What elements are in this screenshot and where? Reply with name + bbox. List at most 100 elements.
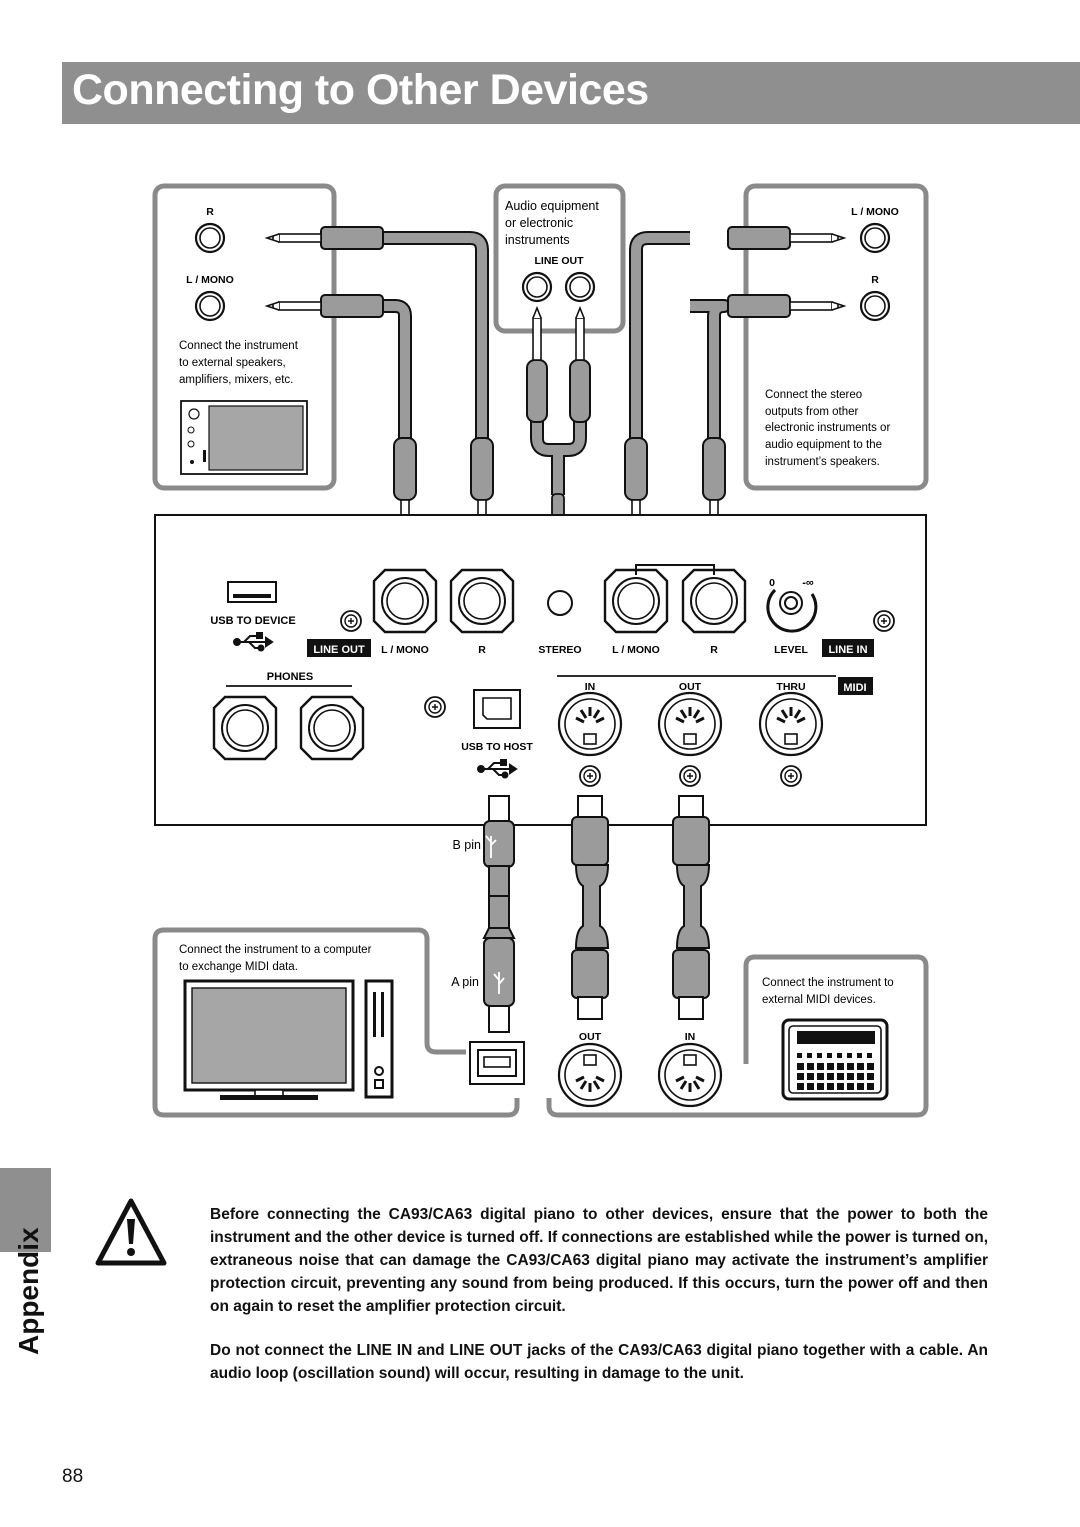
usb-to-host-label: USB TO HOST [461, 741, 533, 753]
drum-pad [857, 1083, 864, 1090]
midi-thru-label: THRU [776, 681, 805, 693]
midi-device-panel [546, 954, 929, 1118]
drum-pad [847, 1063, 854, 1070]
level-min-label: 0 [769, 577, 775, 589]
line-out-badge [307, 639, 371, 657]
drum-pad [867, 1063, 874, 1070]
level-arc [766, 588, 818, 633]
instrument-jack-panel [154, 514, 927, 826]
jack-lmono-label: L / MONO [186, 274, 234, 286]
drum-pad [807, 1053, 812, 1058]
screw-5 [679, 765, 701, 787]
line-out-badge-text: LINE OUT [313, 644, 365, 656]
drum-pad [847, 1053, 852, 1058]
r-label-2: R [710, 644, 718, 656]
line-out-lmono-jack [372, 568, 438, 634]
computer-tower-icon [364, 979, 394, 1099]
drum-pad [837, 1073, 844, 1080]
usb-symbol-device [233, 632, 274, 652]
audio-jack-right [564, 271, 596, 303]
line-in-desc-4: audio equipment to the [765, 439, 882, 451]
line-in-jack-lmono [859, 222, 891, 254]
drum-pad [827, 1053, 832, 1058]
warning-icon [95, 1198, 167, 1266]
drum-pad [847, 1083, 854, 1090]
usb-cable [482, 795, 516, 1033]
screw-2 [873, 610, 895, 632]
connection-diagram: R L / MONO Connect the instrument to ext… [152, 183, 929, 1118]
line-in-desc-5: instrument’s speakers. [765, 456, 880, 468]
line-in-desc-1: Connect the stereo [765, 389, 862, 401]
drum-pad [797, 1053, 802, 1058]
audio-jack-left [521, 271, 553, 303]
warning-paragraph-2: Do not connect the LINE IN and LINE OUT … [210, 1342, 988, 1382]
jack-r-label: R [206, 206, 214, 218]
line-out-desc-3: amplifiers, mixers, etc. [179, 374, 293, 386]
screw-4 [579, 765, 601, 787]
title-bar: Connecting to Other Devices [62, 62, 1080, 124]
usb-symbol-host [477, 759, 518, 779]
level-label: LEVEL [774, 644, 808, 656]
line-in-jack-r [859, 290, 891, 322]
phones-jack-2 [299, 695, 365, 761]
line-in-r-jack [681, 568, 747, 634]
line-in-desc-2: outputs from other [765, 406, 858, 418]
drum-pad [817, 1063, 824, 1070]
line-out-desc-2: to external speakers, [179, 357, 286, 369]
page-title: Connecting to Other Devices [72, 66, 649, 114]
midi-out-socket [657, 691, 723, 757]
drum-pad [807, 1083, 814, 1090]
computer-desc-1: Connect the instrument to a computer [179, 944, 372, 956]
audio-line-out-label: LINE OUT [535, 255, 585, 267]
line-in-desc-3: electronic instruments or [765, 422, 890, 434]
warning-paragraph-1: Before connecting the CA93/CA63 digital … [210, 1206, 988, 1315]
midi-in-label: IN [585, 681, 596, 693]
drum-pad [857, 1073, 864, 1080]
midi-badge [838, 677, 873, 695]
line-out-desc-1: Connect the instrument [179, 340, 299, 352]
drum-pad [867, 1073, 874, 1080]
drum-pad [797, 1073, 804, 1080]
page-number: 88 [62, 1466, 84, 1487]
midi-cable-1 [571, 795, 610, 1020]
side-tab-label: Appendix [13, 1227, 44, 1355]
drum-pad [827, 1073, 834, 1080]
midi-device-out-socket [557, 1042, 623, 1108]
line-in-jack-r-label: R [871, 274, 879, 286]
audio-source-plugs [526, 305, 591, 555]
stereo-mini-jack [547, 590, 573, 616]
drum-pad [817, 1083, 824, 1090]
lmono-label-1: L / MONO [381, 644, 429, 656]
line-in-badge [822, 639, 874, 657]
drum-pad [857, 1063, 864, 1070]
line-in-jack-lmono-label: L / MONO [851, 206, 899, 218]
a-pin-label: A pin [451, 975, 479, 989]
computer-desc-2: to exchange MIDI data. [179, 961, 298, 973]
line-out-r-jack [449, 568, 515, 634]
amplifier-icon [180, 400, 308, 475]
line-in-lmono-jack [603, 568, 669, 634]
midi-device-desc-2: external MIDI devices. [762, 994, 876, 1006]
midi-out-label: OUT [679, 681, 702, 693]
audio-source-title-2: or electronic [505, 216, 573, 230]
drum-pad [817, 1053, 822, 1058]
midi-device-in-label: IN [685, 1031, 696, 1043]
audio-source-title-3: instruments [505, 233, 570, 247]
usb-device-port [227, 581, 277, 603]
screw-1 [340, 610, 362, 632]
usb-a-port [469, 1041, 525, 1085]
drum-pad [837, 1083, 844, 1090]
line-in-panel [743, 183, 929, 491]
drum-pad [837, 1053, 842, 1058]
drum-pad [797, 1083, 804, 1090]
audio-source-title-1: Audio equipment [505, 199, 599, 213]
midi-cable-2 [672, 795, 711, 1020]
phones-label: PHONES [267, 671, 313, 683]
drum-pad [807, 1073, 814, 1080]
stereo-label: STEREO [538, 644, 581, 656]
b-pin-label: B pin [453, 838, 482, 852]
midi-device-out-label: OUT [579, 1031, 602, 1043]
drum-pad [827, 1083, 834, 1090]
r-label-1: R [478, 644, 486, 656]
midi-in-socket [557, 691, 623, 757]
